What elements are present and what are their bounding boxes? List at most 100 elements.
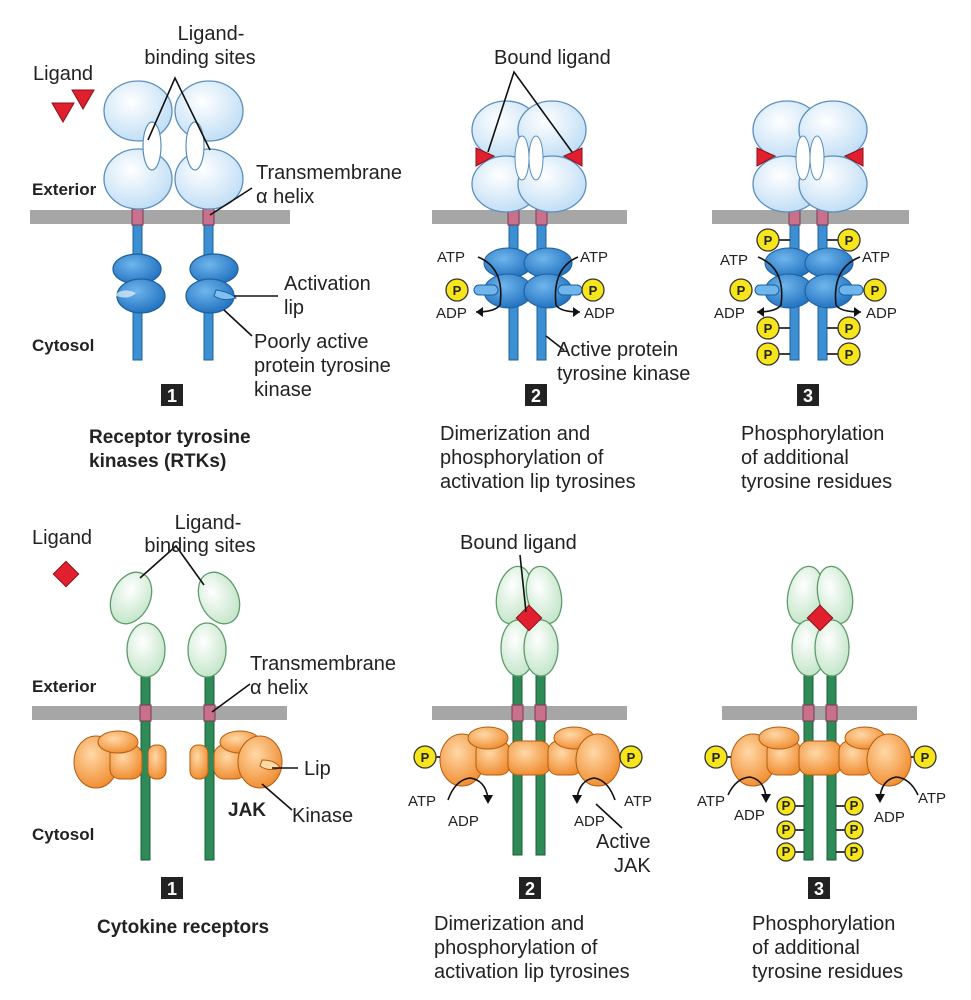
svg-text:P: P: [712, 750, 721, 765]
phosphate: P: [837, 342, 861, 366]
membrane-cyto-3: [722, 706, 917, 720]
step-badge-3: [808, 877, 830, 899]
phosphate: P: [756, 228, 780, 252]
rtk-panel: Ligand Ligand- binding sites Exterior Cy…: [30, 23, 909, 493]
rtk-ligand-triangle: [51, 102, 75, 123]
ligand-label: Ligand: [32, 527, 92, 549]
cytokine-receptor-right: [187, 571, 283, 861]
phosphate: P: [913, 745, 937, 769]
active-kinase-label: Active protein: [557, 339, 678, 361]
ligand-binding-sites-label: Ligand-: [175, 512, 242, 534]
step-badge-2: [519, 877, 541, 899]
svg-text:P: P: [421, 750, 430, 765]
caption-step-3: tyrosine residues: [752, 961, 903, 983]
transmembrane-label: α helix: [256, 186, 314, 208]
atp-label: ATP: [918, 790, 946, 807]
svg-text:P: P: [850, 798, 859, 813]
caption-step-3: Phosphorylation: [741, 423, 884, 445]
activation-lip-label: Activation: [284, 273, 371, 295]
cytosol-label: Cytosol: [32, 825, 94, 844]
caption-step-3: of additional: [741, 447, 849, 469]
caption-step-2: phosphorylation of: [440, 447, 604, 469]
svg-text:P: P: [453, 283, 462, 298]
ligand-binding-sites-label: binding sites: [144, 47, 255, 69]
poorly-active-kinase-label: Poorly active: [254, 331, 369, 353]
cytokine-title: Cytokine receptors: [97, 917, 269, 938]
svg-text:P: P: [782, 798, 791, 813]
phosphate: P: [776, 820, 796, 840]
svg-text:P: P: [850, 844, 859, 859]
rtk-dimer-2: [471, 100, 587, 361]
caption-step-2: phosphorylation of: [434, 937, 598, 959]
rtk-ligand-triangle: [71, 89, 95, 110]
caption-step-3: tyrosine residues: [741, 471, 892, 493]
membrane-rtk-3: [712, 210, 909, 224]
adp-label: ADP: [448, 813, 479, 830]
atp-label: ATP: [862, 249, 890, 266]
phosphate: P: [844, 796, 864, 816]
activation-lip-label: lip: [284, 297, 304, 319]
svg-text:P: P: [589, 283, 598, 298]
ligand-binding-sites-label: binding sites: [144, 535, 255, 557]
atp-label: ATP: [720, 252, 748, 269]
phosphate: P: [729, 278, 753, 302]
phosphate: P: [756, 342, 780, 366]
svg-text:P: P: [737, 283, 746, 298]
phosphate: P: [704, 745, 728, 769]
phosphate: P: [445, 278, 469, 302]
svg-text:P: P: [782, 822, 791, 837]
step-number: 1: [167, 879, 177, 899]
step-badge-1: [161, 877, 183, 899]
atp-label: ATP: [408, 793, 436, 810]
phosphate: P: [756, 316, 780, 340]
cytokine-ligand-diamond: [52, 560, 80, 588]
step-badge-3: [797, 384, 819, 406]
active-kinase-label: tyrosine kinase: [557, 363, 690, 385]
atp-label: ATP: [697, 793, 725, 810]
rtk-title: kinases (RTKs): [89, 451, 226, 472]
caption-step-3: Phosphorylation: [752, 913, 895, 935]
caption-step-2: activation lip tyrosines: [434, 961, 630, 983]
step-number: 3: [814, 879, 824, 899]
ligand-binding-sites-label: Ligand-: [178, 23, 245, 45]
cytokine-panel: Ligand Ligand- binding sites Exterior Cy…: [32, 512, 946, 983]
exterior-label: Exterior: [32, 180, 97, 199]
svg-text:P: P: [764, 321, 773, 336]
phosphate: P: [844, 820, 864, 840]
rtk-dimer-3: [752, 100, 868, 361]
transmembrane-label: α helix: [250, 677, 308, 699]
step-number: 1: [167, 386, 177, 406]
svg-text:P: P: [845, 233, 854, 248]
svg-text:P: P: [764, 233, 773, 248]
phosphate: P: [844, 842, 864, 862]
svg-text:P: P: [782, 844, 791, 859]
adp-label: ADP: [574, 813, 605, 830]
transmembrane-label: Transmembrane: [250, 653, 396, 675]
phosphate: P: [776, 842, 796, 862]
exterior-label: Exterior: [32, 677, 97, 696]
cytokine-receptor-left: [73, 571, 167, 861]
caption-step-3: of additional: [752, 937, 860, 959]
active-jak-label: JAK: [614, 855, 651, 877]
svg-text:P: P: [921, 750, 930, 765]
caption-step-2: Dimerization and: [440, 423, 590, 445]
step-number: 2: [531, 386, 541, 406]
adp-label: ADP: [436, 305, 467, 322]
caption-step-2: Dimerization and: [434, 913, 584, 935]
cytokine-dimer-2: [430, 565, 630, 856]
cytosol-label: Cytosol: [32, 336, 94, 355]
transmembrane-label: Transmembrane: [256, 162, 402, 184]
jak-label: JAK: [228, 800, 266, 821]
step-badge-1: [161, 384, 183, 406]
phosphate: P: [581, 278, 605, 302]
rtk-title: Receptor tyrosine: [89, 427, 251, 448]
svg-text:P: P: [850, 822, 859, 837]
step-badge-2: [525, 384, 547, 406]
rtk-receptor-right: [174, 80, 244, 361]
cytokine-dimer-3: [722, 565, 920, 861]
svg-text:P: P: [845, 347, 854, 362]
membrane-rtk-2: [432, 210, 627, 224]
phosphate: P: [619, 745, 643, 769]
caption-step-2: activation lip tyrosines: [440, 471, 636, 493]
adp-label: ADP: [584, 305, 615, 322]
